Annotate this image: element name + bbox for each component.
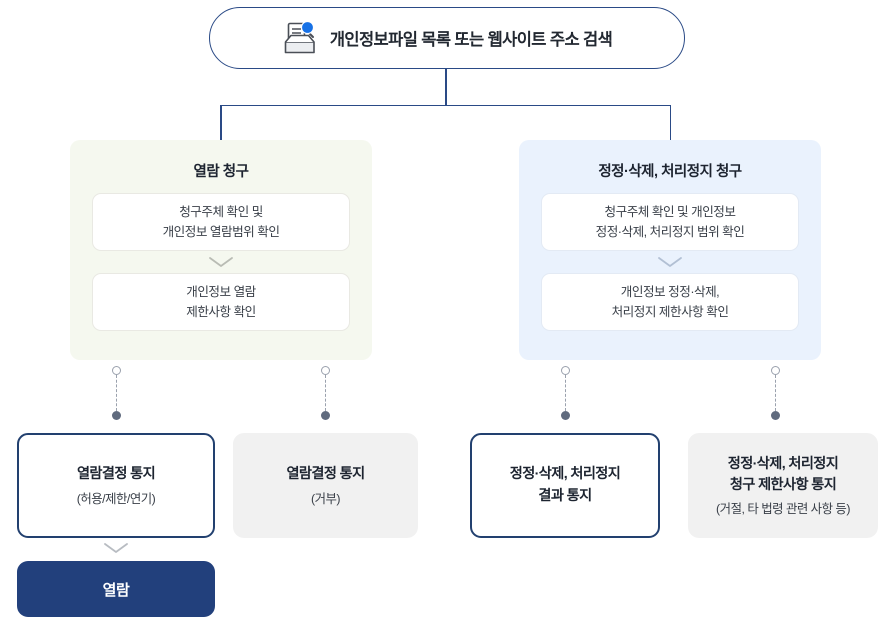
connector-ring [112, 366, 121, 375]
result-card-correction-restriction[interactable]: 정정·삭제, 처리정지 청구 제한사항 통지 (거절, 타 법령 관련 사항 등… [688, 433, 878, 538]
connector-ring [321, 366, 330, 375]
connector-ring [561, 366, 570, 375]
branch-panel-correction-request: 정정·삭제, 처리정지 청구 청구주체 확인 및 개인정보 정정·삭제, 처리정… [519, 140, 821, 360]
connector-dash [116, 375, 117, 411]
final-action-button[interactable]: 열람 [17, 561, 215, 617]
result-card-title: 정정·삭제, 처리정지 [509, 466, 621, 483]
result-card-access-decision[interactable]: 열람결정 통지 (허용/제한/연기) [17, 433, 215, 538]
dashed-connector [560, 366, 571, 420]
step-line-2: 개인정보 열람범위 확인 [162, 225, 280, 239]
step-line-1: 개인정보 정정·삭제, [620, 284, 720, 299]
connector-ring [771, 366, 780, 375]
dashed-connector [320, 366, 331, 420]
step-line-2: 정정·삭제, 처리정지 범위 확인 [595, 225, 745, 239]
branch-title: 열람 청구 [193, 164, 249, 180]
step-line-1: 청구주체 확인 및 개인정보 [604, 204, 736, 219]
branch-step: 개인정보 열람 제한사항 확인 [92, 273, 350, 331]
final-action-label: 열람 [102, 581, 130, 599]
branch-step: 청구주체 확인 및 개인정보 정정·삭제, 처리정지 범위 확인 [541, 193, 799, 251]
search-entry-label: 개인정보파일 목록 또는 웹사이트 주소 검색 [329, 31, 613, 49]
connector-dot [112, 411, 121, 420]
branch-title: 정정·삭제, 처리정지 청구 [598, 164, 742, 180]
connector-trunk [445, 69, 447, 106]
search-entry-capsule[interactable]: 개인정보파일 목록 또는 웹사이트 주소 검색 [209, 7, 685, 69]
connector-dash [775, 375, 776, 411]
result-card-title: 열람결정 통지 [286, 466, 365, 483]
connector-crossbar [220, 104, 671, 107]
step-line-1: 청구주체 확인 및 [179, 204, 263, 219]
document-search-icon [282, 21, 318, 55]
connector-dash [565, 375, 566, 411]
step-line-2: 처리정지 제한사항 확인 [611, 305, 729, 319]
chevron-down-icon [70, 251, 372, 273]
result-card-subtitle: (거절, 타 법령 관련 사항 등) [716, 502, 850, 517]
step-line-2: 제한사항 확인 [186, 305, 256, 319]
result-card-access-refusal[interactable]: 열람결정 통지 (거부) [233, 433, 418, 538]
step-line-1: 개인정보 열람 [186, 284, 256, 299]
dashed-connector [111, 366, 122, 420]
result-card-title-2: 결과 통지 [538, 487, 592, 504]
connector-dot [771, 411, 780, 420]
result-card-subtitle: (거부) [310, 491, 341, 506]
branch-step: 청구주체 확인 및 개인정보 열람범위 확인 [92, 193, 350, 251]
connector-branch-left [220, 104, 222, 141]
connector-dot [561, 411, 570, 420]
result-card-subtitle: (허용/제한/연기) [76, 491, 156, 506]
result-card-title-2: 청구 제한사항 통지 [729, 477, 837, 493]
chevron-down-icon-final [100, 539, 132, 557]
connector-dot [321, 411, 330, 420]
result-card-title: 열람결정 통지 [76, 466, 156, 483]
branch-step: 개인정보 정정·삭제, 처리정지 제한사항 확인 [541, 273, 799, 331]
result-card-title: 정정·삭제, 처리정지 [727, 455, 839, 472]
chevron-down-icon [519, 251, 821, 273]
result-card-correction-result[interactable]: 정정·삭제, 처리정지 결과 통지 [470, 433, 660, 538]
dashed-connector [770, 366, 781, 420]
connector-branch-right [669, 104, 672, 141]
branch-panel-access-request: 열람 청구 청구주체 확인 및 개인정보 열람범위 확인 개인정보 열람 제한사… [70, 140, 372, 360]
connector-dash [325, 375, 326, 411]
